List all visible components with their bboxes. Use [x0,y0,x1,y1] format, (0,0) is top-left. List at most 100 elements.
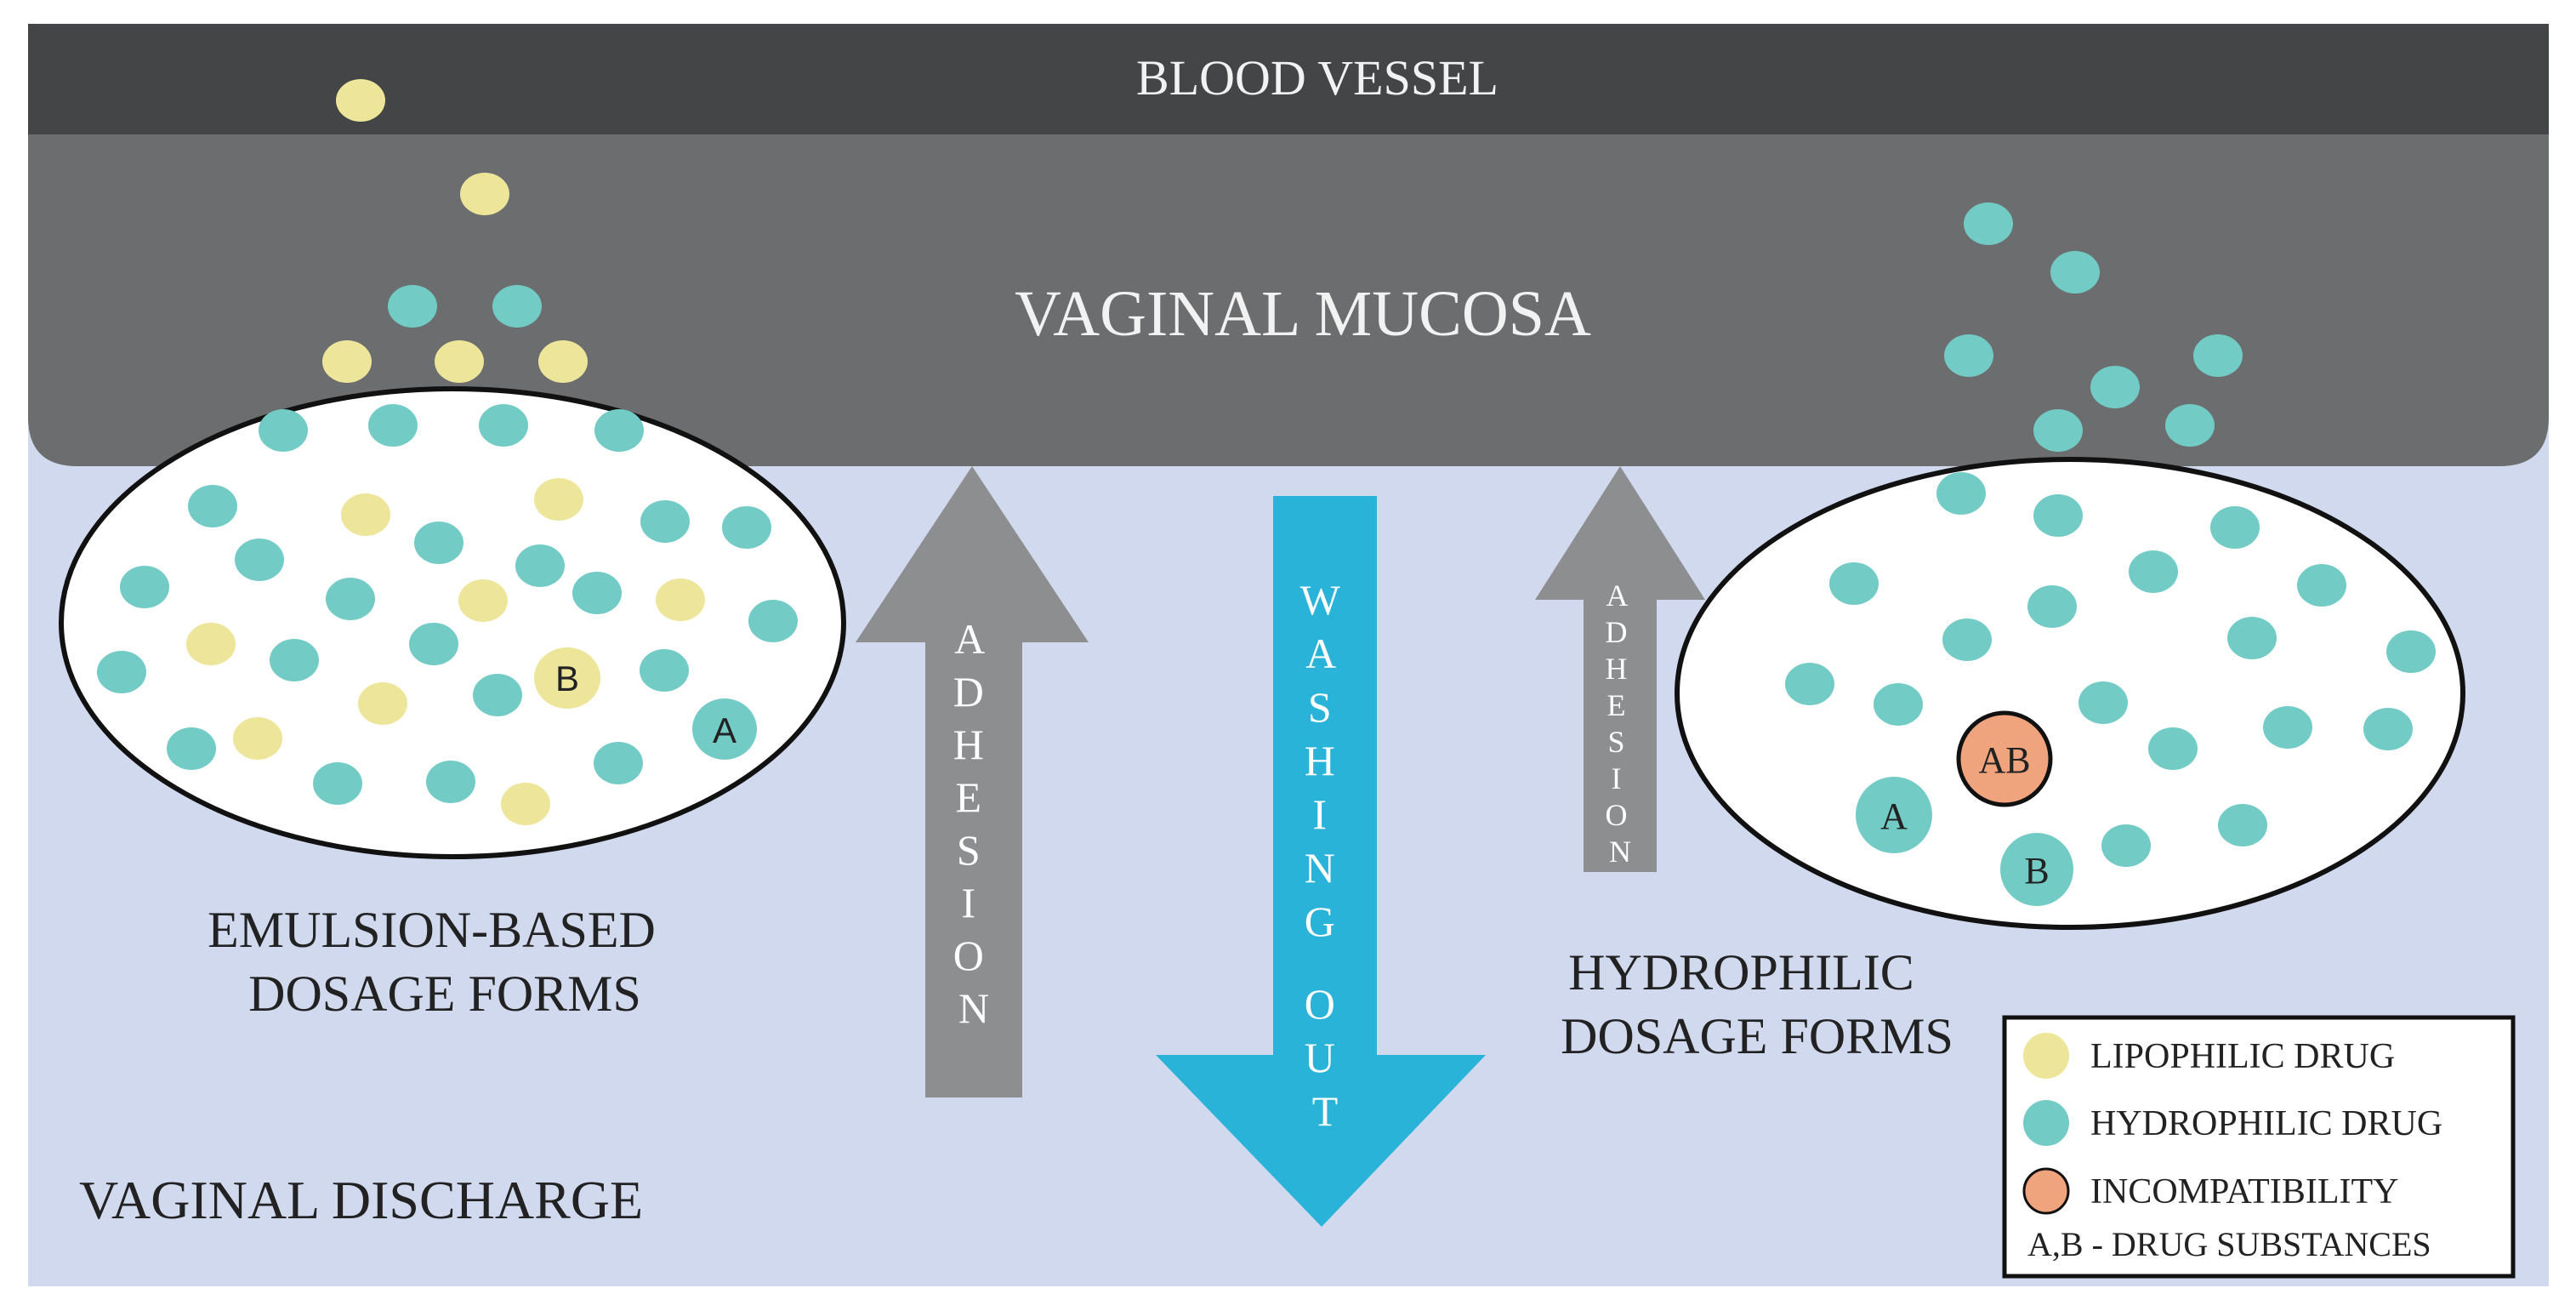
substance-b-label: B [2024,850,2049,892]
legend-item-lipophilic: LIPOPHILIC DRUG [2023,1033,2395,1079]
lipophilic-drug-dot [358,682,407,725]
adhesion-arrow-right: A D H E S I O N [1535,466,1705,872]
lipophilic-drug-dot [186,623,236,665]
emulsion-label-line-1: EMULSION-BASED [208,902,656,958]
hydrophilic-drug-dot [2027,585,2077,628]
hydrophilic-drug-dot [2218,804,2267,846]
substance-a-label: A [1880,795,1908,837]
adhesion-left-letter: A [954,615,985,663]
hydrophilic-drug-dot [594,409,644,452]
washing-out-letter: U [1305,1034,1335,1081]
hydrophilic-drug-dot [414,522,463,564]
hydrophilic-drug-dot [97,651,146,693]
hydrophilic-drug-dot [2101,824,2151,867]
vaginal-mucosa-label: VAGINAL MUCOSA [1015,278,1591,350]
hydrophilic-drug-dot [722,506,771,549]
adhesion-left-letter: N [958,984,989,1032]
lipophilic-drug-dot [336,79,385,122]
washing-out-label: W A S H I N G O U T [1300,576,1351,1135]
hydrophilic-drug-dot [2193,334,2243,377]
hydrophilic-drug-dot [2148,727,2198,770]
legend-item-incompatibility: INCOMPATIBILITY [2022,1167,2398,1215]
legend-incompatibility-label: INCOMPATIBILITY [2090,1172,2398,1211]
hydrophilic-drug-dot [2050,251,2100,294]
adhesion-right-letter: N [1609,835,1631,869]
blood-vessel-label: BLOOD VESSEL [1136,50,1498,105]
hydrophilic-drug-dot [2386,630,2436,673]
washing-out-letter: S [1308,683,1332,731]
adhesion-left-letter: D [953,668,984,715]
hydrophilic-drug-dot [594,742,643,784]
hydrophilic-drug-dot [1944,334,1993,377]
lipophilic-drug-dot [233,717,282,760]
hydrophilic-drug-dot [313,762,362,805]
legend-substances-label: A,B - DRUG SUBSTANCES [2027,1225,2431,1263]
substance-a-label: A [713,710,736,750]
hydrophilic-drug-dot [2129,550,2178,593]
incompatibility-ab-dot [1956,710,2053,807]
hydrophilic-drug-dot [2078,681,2128,724]
hydrophilic-drug-dot [409,623,458,665]
legend-hydrophilic-label: HYDROPHILIC DRUG [2090,1104,2442,1143]
hydrophilic-drug-dot [479,404,528,447]
hydrophilic-drug-dot [388,285,437,328]
lipophilic-drug-dot [534,478,583,521]
hydrophilic-drug-dot [326,578,375,620]
hydrophilic-drug-dot [572,572,622,614]
adhesion-right-letter: S [1607,725,1624,759]
hydrophilic-drug-dot [2263,706,2312,749]
hydrophilic-drug-a-dot [1856,777,1932,853]
washing-out-letter: T [1312,1087,1339,1135]
lipophilic-drug-dot [460,173,509,215]
adhesion-left-letter: H [953,721,984,768]
adhesion-arrow-left-shape [856,466,1089,1097]
hydrophilic-swatch [2023,1100,2069,1146]
emulsion-label-line-2: DOSAGE FORMS [248,966,641,1022]
hydrophilic-drug-dot [2033,409,2083,452]
hydrophilic-drug-dot [2210,506,2260,549]
hydrophilic-drug-dot [1936,472,1986,515]
adhesion-arrow-left: A D H E S I O N [856,466,1089,1097]
lipophilic-drug-dot [435,340,484,383]
lipophilic-swatch [2023,1033,2069,1079]
hydrophilic-drug-a-dot [692,698,757,760]
lipophilic-drug-b-dot [534,647,600,709]
lipophilic-drug-dot [538,340,588,383]
legend-box [2002,1015,2516,1279]
hydrophilic-drug-dot [120,566,169,608]
adhesion-left-letter: I [961,879,975,926]
hydrophilic-drug-dot [515,544,565,587]
hydrophilic-drug-dot [1874,683,1923,726]
adhesion-right-letter: D [1606,615,1628,649]
blood-vessel-band [28,24,2549,134]
washing-out-arrow: W A S H I N G O U T [1156,496,1486,1227]
hydrophilic-drug-dot [640,649,689,692]
hydrophilic-label-line-2: DOSAGE FORMS [1561,1008,1953,1064]
hydrophilic-drug-dot [426,761,475,803]
lipophilic-drug-dot [341,493,390,536]
vaginal-discharge-label: VAGINAL DISCHARGE [79,1170,643,1230]
washing-out-letter: W [1300,576,1341,624]
legend-lipophilic-label: LIPOPHILIC DRUG [2090,1037,2395,1076]
hydrophilic-drug-dot [2090,366,2140,408]
washing-out-letter: N [1305,844,1335,892]
washing-out-arrow-shape [1156,496,1486,1227]
hydrophilic-drug-b-dot [2000,833,2073,906]
hydrophilic-drug-dot [2033,494,2083,537]
adhesion-right-label: A D H E S I O N [1606,579,1635,869]
hydrophilic-drug-dot [270,639,319,681]
hydrophilic-drug-dot [640,500,690,543]
hydrophilic-drug-dot [167,727,216,770]
adhesion-arrow-right-shape [1535,466,1705,872]
drug-particles [97,79,2436,867]
washing-out-letter: G [1305,898,1335,945]
hydrophilic-substance-a: A [1856,777,1932,853]
adhesion-right-letter: E [1607,688,1626,722]
legend: LIPOPHILIC DRUG HYDROPHILIC DRUG INCOMPA… [2002,1015,2516,1279]
adhesion-right-letter: I [1612,761,1622,795]
vaginal-mucosa-band [28,128,2549,466]
hydrophilic-substance-b: B [2000,833,2073,906]
legend-item-hydrophilic: HYDROPHILIC DRUG [2023,1100,2442,1146]
hydrophilic-incompatibility-ab: AB [1956,710,2053,807]
